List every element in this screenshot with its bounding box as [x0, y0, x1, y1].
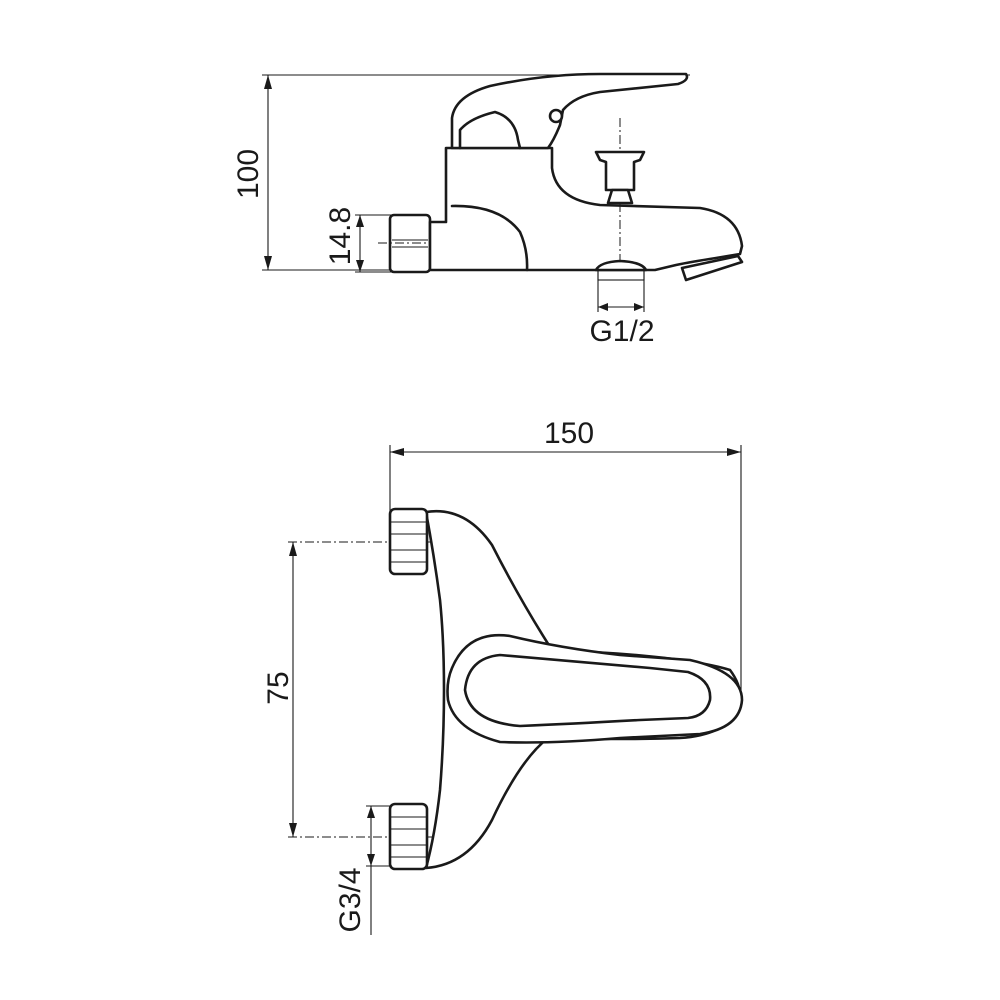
side-diverter-knob: [594, 118, 646, 262]
dimension-width: 150: [389, 417, 742, 690]
dimension-centers-label: 75: [262, 671, 295, 704]
side-view: 100 14.8: [232, 72, 744, 348]
dimension-centers: 75: [262, 541, 432, 838]
top-inlet-nut-upper: [388, 507, 429, 576]
dimension-width-label: 150: [544, 417, 594, 450]
top-handle: [446, 633, 744, 744]
side-body: [428, 146, 744, 272]
dimension-height-label: 100: [232, 149, 265, 199]
dimension-nut-height: 14.8: [324, 207, 392, 273]
top-view: 150 75: [262, 417, 744, 935]
side-outlet-thread: G1/2: [589, 259, 655, 348]
dimension-inlet-thread: G3/4: [334, 805, 392, 935]
top-inlet-nut-lower: [388, 802, 429, 871]
side-handle: [450, 72, 689, 150]
side-spout-aerator: [680, 254, 744, 282]
outlet-thread-label: G1/2: [589, 315, 654, 348]
dimension-nut-height-label: 14.8: [324, 207, 357, 265]
inlet-thread-label: G3/4: [334, 867, 367, 932]
